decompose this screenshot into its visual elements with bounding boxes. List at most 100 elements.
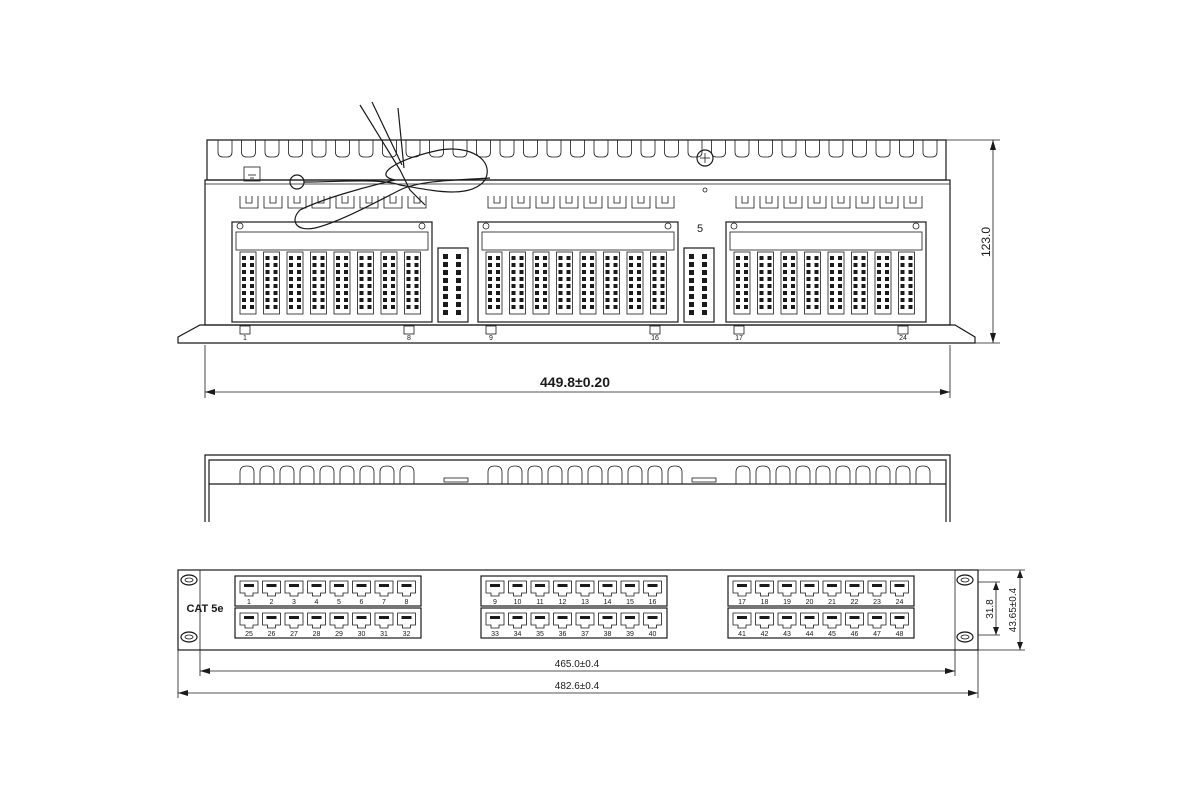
- block-number: 8: [407, 335, 411, 342]
- rj45-port: 11: [530, 580, 550, 606]
- idc-column: [380, 251, 398, 315]
- port-number: 46: [851, 631, 859, 638]
- port-number: 13: [581, 599, 589, 606]
- rj45-port: 26: [262, 612, 281, 638]
- idc-column: [874, 251, 892, 315]
- port-number: 21: [828, 599, 836, 606]
- idc-column: [509, 251, 526, 315]
- idc-column: [851, 251, 868, 315]
- idc-column: [757, 251, 774, 315]
- rj45-port: 44: [800, 612, 819, 638]
- cat5e-label: CAT 5e: [186, 603, 223, 615]
- block-number: 1: [243, 335, 247, 342]
- port-number: 45: [828, 631, 836, 638]
- port-number: 8: [405, 599, 409, 606]
- rj45-port: 45: [822, 612, 842, 638]
- rj45-port: 15: [620, 580, 640, 606]
- rj45-port: 40: [643, 612, 662, 638]
- rj45-port: 9: [485, 580, 505, 606]
- port-number: 25: [245, 631, 253, 638]
- panel-width-dimension: 465.0±0.4: [199, 650, 956, 676]
- rj45-port: 47: [867, 612, 887, 638]
- port-number: 3: [292, 599, 296, 606]
- rj45-port: 36: [553, 612, 572, 638]
- side-profile: [204, 454, 951, 522]
- height-dimension-label: 123.0: [979, 227, 993, 257]
- rj45-port: 39: [620, 612, 640, 638]
- rj45-port: 46: [845, 612, 864, 638]
- port-number: 11: [536, 599, 543, 606]
- rj45-port: 4: [307, 580, 326, 606]
- module-label: 5: [697, 223, 703, 235]
- port-number: 6: [360, 599, 364, 606]
- ground-symbol-icon: [243, 166, 261, 182]
- rj45-port: 33: [485, 612, 505, 638]
- port-number: 38: [604, 631, 612, 638]
- rj45-port: 7: [374, 580, 394, 606]
- port-number: 23: [873, 599, 881, 606]
- idc-column: [239, 251, 257, 315]
- rj45-port: 41: [732, 612, 752, 638]
- idc-column: [263, 251, 280, 315]
- idc-column: [404, 251, 421, 315]
- idc-column: [333, 251, 351, 315]
- ground-screw-icon: [696, 149, 714, 167]
- rj45-port: 48: [890, 612, 909, 638]
- port-number: 32: [403, 631, 411, 638]
- rj45-port: 17: [732, 580, 752, 606]
- height-dimension: 123.0: [946, 139, 1000, 344]
- panel-height-dimension: 43.65±0.4: [978, 569, 1025, 651]
- block-number: 9: [489, 335, 493, 342]
- rj45-port: 27: [284, 612, 304, 638]
- port-number: 26: [268, 631, 276, 638]
- port-number: 19: [783, 599, 791, 606]
- rack-mount-holes: [180, 574, 974, 643]
- mid-slots: [239, 196, 923, 209]
- rj45-port: 16: [643, 580, 662, 606]
- idc-column: [310, 251, 327, 315]
- port-number: 30: [358, 631, 366, 638]
- rj45-port: 20: [800, 580, 819, 606]
- port-number: 44: [806, 631, 814, 638]
- port-number: 22: [851, 599, 859, 606]
- rj45-port: 31: [374, 612, 394, 638]
- idc-column: [733, 251, 751, 315]
- port-number: 33: [491, 631, 499, 638]
- rj45-port: 32: [397, 612, 416, 638]
- panel-height-label: 43.65±0.4: [1008, 587, 1019, 632]
- overall-width-dimension: 482.6±0.4: [177, 650, 979, 698]
- port-number: 34: [514, 631, 522, 638]
- panel-width-label: 465.0±0.4: [555, 659, 600, 670]
- rj45-port: 23: [867, 580, 887, 606]
- rj45-port: 22: [845, 580, 864, 606]
- port-number: 24: [896, 599, 904, 606]
- idc-column: [898, 251, 915, 315]
- cable-manager-comb: [206, 139, 947, 181]
- rj45-port: 21: [822, 580, 842, 606]
- port-number: 35: [536, 631, 544, 638]
- port-number: 40: [649, 631, 657, 638]
- idc-column: [827, 251, 845, 315]
- port-number: 10: [514, 599, 522, 606]
- port-number: 42: [761, 631, 769, 638]
- rj45-port: 24: [890, 580, 909, 606]
- rj45-port: 13: [575, 580, 595, 606]
- idc-column: [556, 251, 573, 315]
- width-dimension-label: 449.8±0.20: [540, 374, 610, 390]
- port-number: 36: [559, 631, 567, 638]
- rj45-port: 29: [329, 612, 349, 638]
- port-number: 27: [290, 631, 298, 638]
- port-number: 31: [380, 631, 388, 638]
- port-number: 15: [626, 599, 634, 606]
- side-comb: [239, 465, 931, 484]
